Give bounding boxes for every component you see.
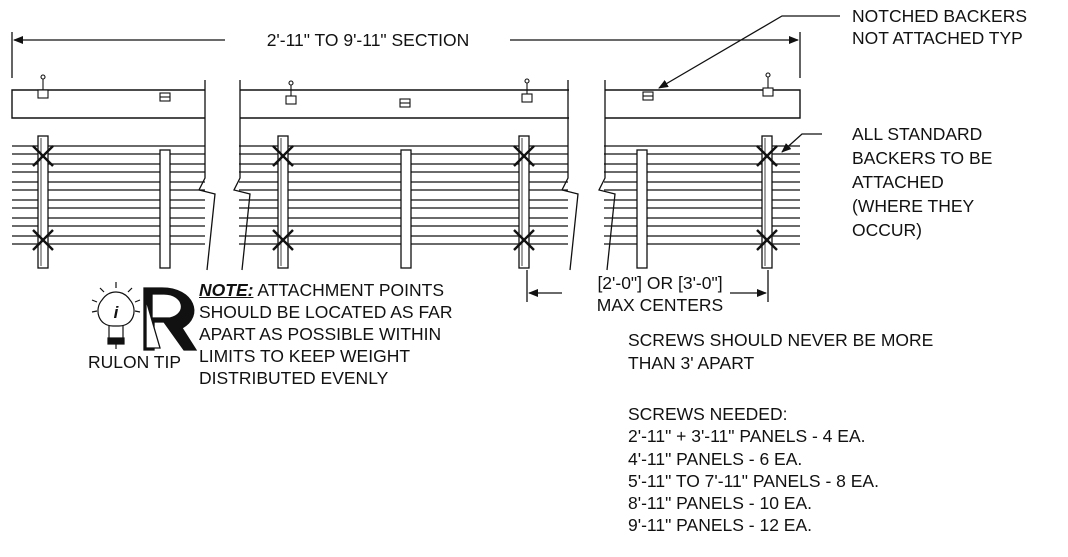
- break-gap-2: [569, 86, 604, 266]
- bracket-7: [762, 72, 774, 97]
- note-line-5: DISTRIBUTED EVENLY: [199, 368, 389, 388]
- centers-line-1: [2'-0"] OR [3'-0"]: [597, 273, 723, 293]
- screws-item-1: 2'-11" + 3'-11" PANELS - 4 EA.: [628, 426, 866, 447]
- screw-x-1-1b: [32, 145, 54, 167]
- notched-backers-callout: NOTCHED BACKERS NOT ATTACHED TYP: [852, 6, 1027, 49]
- leader-lines: [658, 15, 840, 153]
- break-gaps: [198, 80, 616, 271]
- attached-backer-4: [761, 135, 773, 269]
- notched-line-2: NOT ATTACHED TYP: [852, 27, 1023, 48]
- screw-x-3-1b: [513, 145, 535, 167]
- break-gap-1: [206, 86, 239, 266]
- rail-brackets: [37, 72, 774, 108]
- bracket-1: [37, 74, 49, 99]
- standard-line-5: OCCUR): [852, 220, 922, 240]
- break-line-right-2: [598, 80, 616, 271]
- note-line-1: NOTE: ATTACHMENT POINTS: [199, 279, 453, 301]
- note-line-4: LIMITS TO KEEP WEIGHT: [199, 346, 411, 366]
- info-glyph: i: [114, 303, 120, 322]
- notched-backer-3: [636, 149, 648, 269]
- screw-x-3-2b: [513, 229, 535, 251]
- screw-x-1-2b: [32, 229, 54, 251]
- standard-line-1: ALL STANDARD: [852, 124, 983, 144]
- break-line-right-1: [233, 80, 251, 271]
- dimension-span-label: 2'-11" TO 9'-11" SECTION: [267, 30, 470, 50]
- bracket-6: [642, 91, 654, 101]
- screw-x-4-2b: [756, 229, 778, 251]
- centers-dimension: [526, 270, 769, 302]
- screw-spacing-note: SCREWS SHOULD NEVER BE MORE THAN 3' APAR…: [628, 329, 933, 375]
- bracket-2: [159, 92, 171, 102]
- screws-heading: SCREWS NEEDED:: [628, 404, 788, 424]
- standard-line-4: (WHERE THEY: [852, 196, 975, 216]
- standard-leader: [781, 133, 822, 153]
- break-line-left-1: [198, 80, 216, 271]
- screw-x-2-1b: [272, 145, 294, 167]
- notched-backer-2: [400, 149, 412, 269]
- rulon-tip-label: RULON TIP: [88, 352, 182, 372]
- note-line-3: APART AS POSSIBLE WITHIN: [199, 324, 442, 344]
- screws-item-2: 4'-11" PANELS - 6 EA.: [628, 448, 803, 469]
- spacing-line-1: SCREWS SHOULD NEVER BE MORE: [628, 330, 934, 350]
- screws-item-4: 8'-11" PANELS - 10 EA.: [628, 493, 812, 514]
- break-line-left-2: [561, 80, 579, 271]
- screws-item-3: 5'-11" TO 7'-11" PANELS - 8 EA.: [628, 470, 879, 491]
- standard-backers-callout: ALL STANDARD BACKERS TO BE ATTACHED (WHE…: [852, 122, 992, 242]
- bracket-3: [285, 80, 297, 105]
- spacing-line-2: THAN 3' APART: [628, 353, 755, 373]
- bracket-4: [399, 98, 411, 108]
- screws-needed-list: SCREWS NEEDED: 2'-11" + 3'-11" PANELS - …: [628, 403, 879, 537]
- screws-item-5: 9'-11" PANELS - 12 EA.: [628, 515, 812, 536]
- notched-backer-1: [159, 149, 171, 269]
- attached-backer-1: [37, 135, 49, 269]
- screw-x-2-2b: [272, 229, 294, 251]
- attachment-note: NOTE: ATTACHMENT POINTS SHOULD BE LOCATE…: [199, 279, 453, 389]
- notched-leader: [658, 15, 840, 89]
- overall-dimension: 2'-11" TO 9'-11" SECTION: [11, 30, 801, 78]
- note-label: NOTE:: [199, 280, 254, 300]
- screw-x-4-1b: [756, 145, 778, 167]
- standard-line-3: ATTACHED: [852, 172, 944, 192]
- attached-backer-2: [277, 135, 289, 269]
- top-rail: [11, 89, 801, 119]
- lightbulb-icon: i: [91, 282, 141, 349]
- rulon-logo-icon: [143, 287, 198, 351]
- note-line-2: SHOULD BE LOCATED AS FAR: [199, 302, 453, 322]
- max-centers-label: [2'-0"] OR [3'-0"] MAX CENTERS: [560, 273, 760, 316]
- attached-backer-3: [518, 135, 530, 269]
- centers-line-2: MAX CENTERS: [596, 294, 724, 315]
- backers: [32, 135, 778, 269]
- bracket-5: [521, 78, 533, 103]
- standard-line-2: BACKERS TO BE: [852, 148, 993, 168]
- notched-line-1: NOTCHED BACKERS: [852, 6, 1028, 26]
- note-first-line-rest: ATTACHMENT POINTS: [253, 280, 445, 300]
